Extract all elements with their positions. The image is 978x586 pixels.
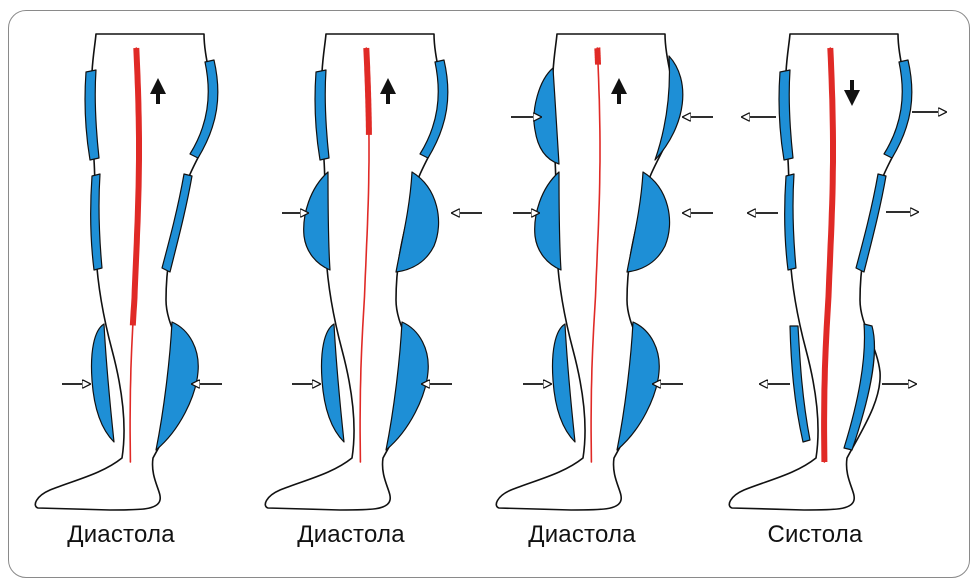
caption-panel-2: Диастола [251,521,451,549]
leg-panel-2 [265,34,482,510]
cuff-thigh-left [535,172,561,270]
cuff-thigh-left [304,172,330,270]
leg-outline [265,34,444,510]
vein-filled [597,48,598,65]
leg-outline [35,34,214,510]
caption-panel-3: Диастола [482,521,682,549]
leg-outline [729,34,908,510]
leg-panel-3 [496,34,713,510]
leg-panel-1 [35,34,222,510]
leg-panel-4 [729,34,946,510]
leg-outline [496,34,675,510]
vein-filled [366,48,369,135]
caption-panel-1: Диастола [21,521,221,549]
caption-panel-4: Систола [715,521,915,549]
